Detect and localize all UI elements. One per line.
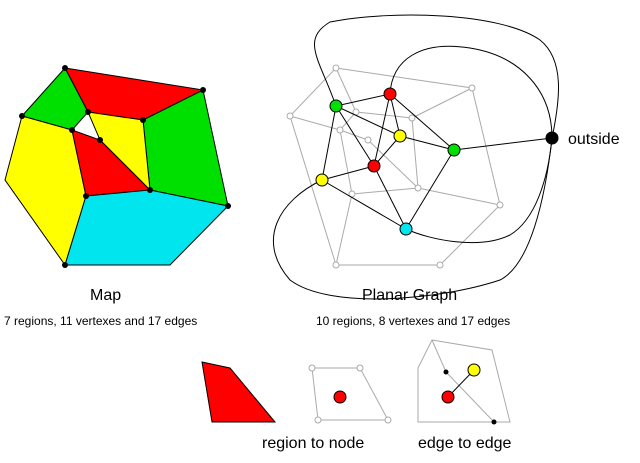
map-title: Map	[90, 287, 121, 304]
map-vertex	[62, 65, 68, 71]
map-vertex	[225, 203, 231, 209]
graph-node-green	[447, 143, 461, 157]
map-vertex	[69, 127, 75, 133]
map-vertex	[62, 262, 68, 268]
region-to-node-label: region to node	[262, 435, 364, 452]
graph-caption: 10 regions, 8 vertexes and 17 edges	[316, 314, 510, 328]
legend-red-node	[441, 390, 455, 404]
map-vertex	[85, 109, 91, 115]
graph-grey-vertices	[286, 64, 504, 269]
map	[4, 67, 230, 267]
graph-node-cyan	[399, 222, 413, 236]
graph-node-red	[383, 87, 397, 101]
legend-red-node	[333, 390, 347, 404]
map-region-cyan	[64, 189, 230, 266]
graph-node-outside	[545, 131, 559, 145]
legend-red-region	[201, 361, 277, 423]
legend-region-to-node	[308, 364, 392, 424]
map-vertex	[147, 187, 153, 193]
edge-to-edge-label: edge to edge	[418, 435, 512, 452]
map-caption: 7 regions, 11 vertexes and 17 edges	[4, 314, 197, 328]
outside-label: outside	[568, 131, 620, 148]
map-vertex	[83, 193, 89, 199]
legend-edge-to-edge	[417, 339, 511, 425]
graph-edges	[272, 14, 560, 300]
legend-yellow-node	[467, 363, 481, 377]
graph-node-red	[367, 159, 381, 173]
graph-node-yellow	[393, 129, 407, 143]
graph-node-green	[329, 99, 343, 113]
map-vertex	[200, 87, 206, 93]
map-vertex	[19, 113, 25, 119]
map-vertex	[140, 117, 146, 123]
graph-node-yellow	[315, 173, 329, 187]
graph-title: Planar Graph	[362, 287, 457, 304]
map-vertex	[97, 137, 103, 143]
map-vertices	[19, 65, 231, 268]
graph-nodes	[315, 87, 559, 236]
